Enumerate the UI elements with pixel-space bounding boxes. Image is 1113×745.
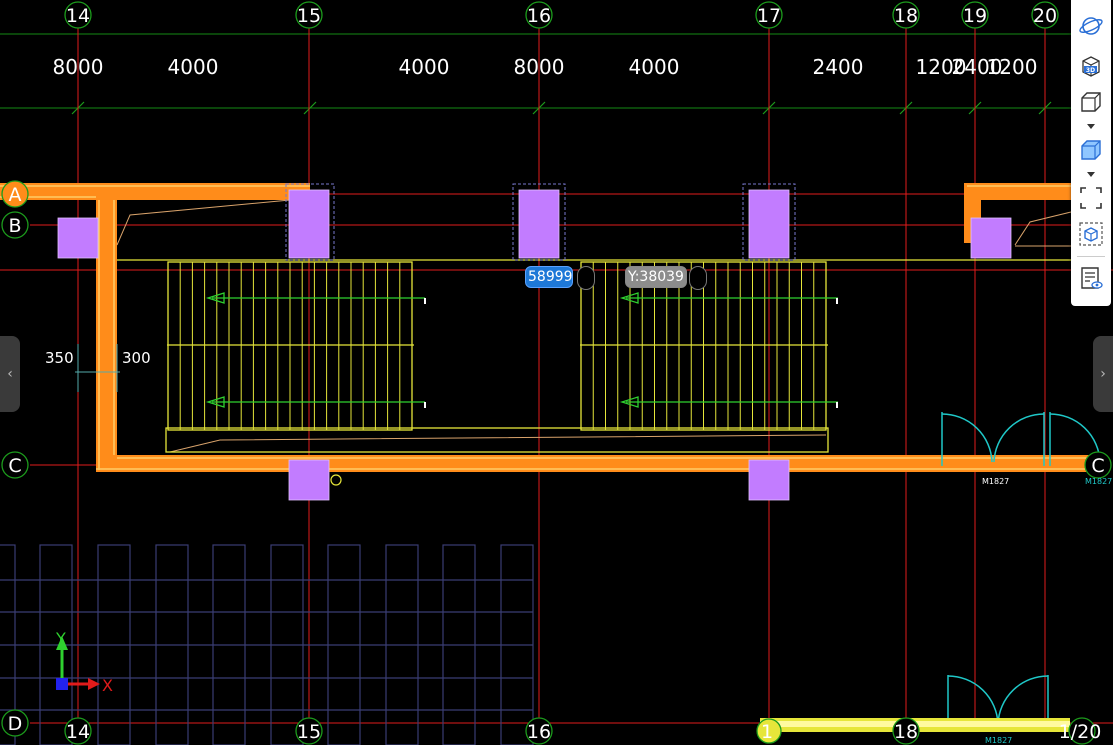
- axis-label-col: 20: [1033, 5, 1057, 27]
- property-panel-button[interactable]: [1077, 264, 1105, 292]
- axis-label-col-bottom: 18: [894, 721, 918, 743]
- dim-label: 4000: [629, 55, 680, 79]
- axis-label-col-bottom: 1/20: [1059, 721, 1102, 743]
- wall-dim-right: 300: [122, 349, 151, 367]
- axis-label-col: 19: [963, 5, 987, 27]
- door-label: M1827: [985, 736, 1012, 745]
- property-panel-icon: [1081, 267, 1103, 289]
- view-toolbar: 3D: [1071, 0, 1111, 306]
- ucs-icon: Y X: [55, 629, 113, 695]
- door-label: M1827: [982, 477, 1009, 486]
- dim-label: 1200: [987, 55, 1038, 79]
- axis-label-row: C: [8, 455, 21, 477]
- door-label: M1827: [1085, 477, 1112, 486]
- axis-label-col-bottom: 15: [297, 721, 321, 743]
- dim-label: 8000: [514, 55, 565, 79]
- axis-label-col: 17: [757, 5, 781, 27]
- coordinate-x-input[interactable]: 58999: [525, 266, 573, 288]
- dim-label: 4000: [399, 55, 450, 79]
- axis-label-col: 16: [527, 5, 551, 27]
- coordinate-y-input[interactable]: Y:38039: [625, 266, 687, 288]
- left-panel-toggle[interactable]: ‹: [0, 336, 20, 412]
- axis-label-row: B: [8, 215, 21, 237]
- isolate-icon: [1079, 222, 1103, 246]
- axis-label-col: 18: [894, 5, 918, 27]
- ucs-y-label: Y: [55, 629, 66, 648]
- cube-shaded-icon: [1081, 140, 1101, 160]
- shaded-dropdown-caret[interactable]: [1087, 172, 1095, 177]
- dim-label: 8000: [53, 55, 104, 79]
- wireframe-dropdown-caret[interactable]: [1087, 124, 1095, 129]
- coordinate-y-lock-toggle[interactable]: [689, 266, 707, 290]
- cube-wireframe-icon: [1081, 92, 1101, 112]
- 3d-view-button[interactable]: 3D: [1077, 52, 1105, 80]
- axis-label-col-bottom: 14: [66, 721, 90, 743]
- orbit-button[interactable]: [1077, 12, 1105, 40]
- wall-dim-left: 350: [45, 349, 74, 367]
- orbit-icon: [1079, 17, 1103, 35]
- right-panel-toggle[interactable]: ›: [1093, 336, 1113, 412]
- ucs-x-label: X: [102, 676, 113, 695]
- dim-label: 2400: [952, 55, 1003, 79]
- toolbar-divider: [1077, 256, 1105, 257]
- wireframe-view-button[interactable]: [1077, 88, 1105, 116]
- svg-text:3D: 3D: [1086, 67, 1095, 74]
- axis-label-row: A: [9, 184, 22, 206]
- dim-label: 1200: [916, 55, 967, 79]
- fullscreen-icon: [1080, 187, 1102, 209]
- axis-label-row-right: C: [1091, 455, 1104, 477]
- chevron-left-icon: ‹: [7, 366, 13, 382]
- chevron-right-icon: ›: [1100, 366, 1106, 382]
- shaded-view-button[interactable]: [1077, 136, 1105, 164]
- axis-label-col-bottom-partial: 1: [761, 721, 773, 743]
- fullscreen-button[interactable]: [1077, 184, 1105, 212]
- dim-label: 2400: [813, 55, 864, 79]
- coordinate-x-lock-toggle[interactable]: [577, 266, 595, 290]
- dim-label: 4000: [168, 55, 219, 79]
- isolate-button[interactable]: [1077, 220, 1105, 248]
- 3d-view-icon: 3D: [1082, 56, 1100, 77]
- axis-label-col: 15: [297, 5, 321, 27]
- axis-label-col: 14: [66, 5, 90, 27]
- axis-label-row: D: [8, 713, 23, 735]
- axis-label-col-bottom: 16: [527, 721, 551, 743]
